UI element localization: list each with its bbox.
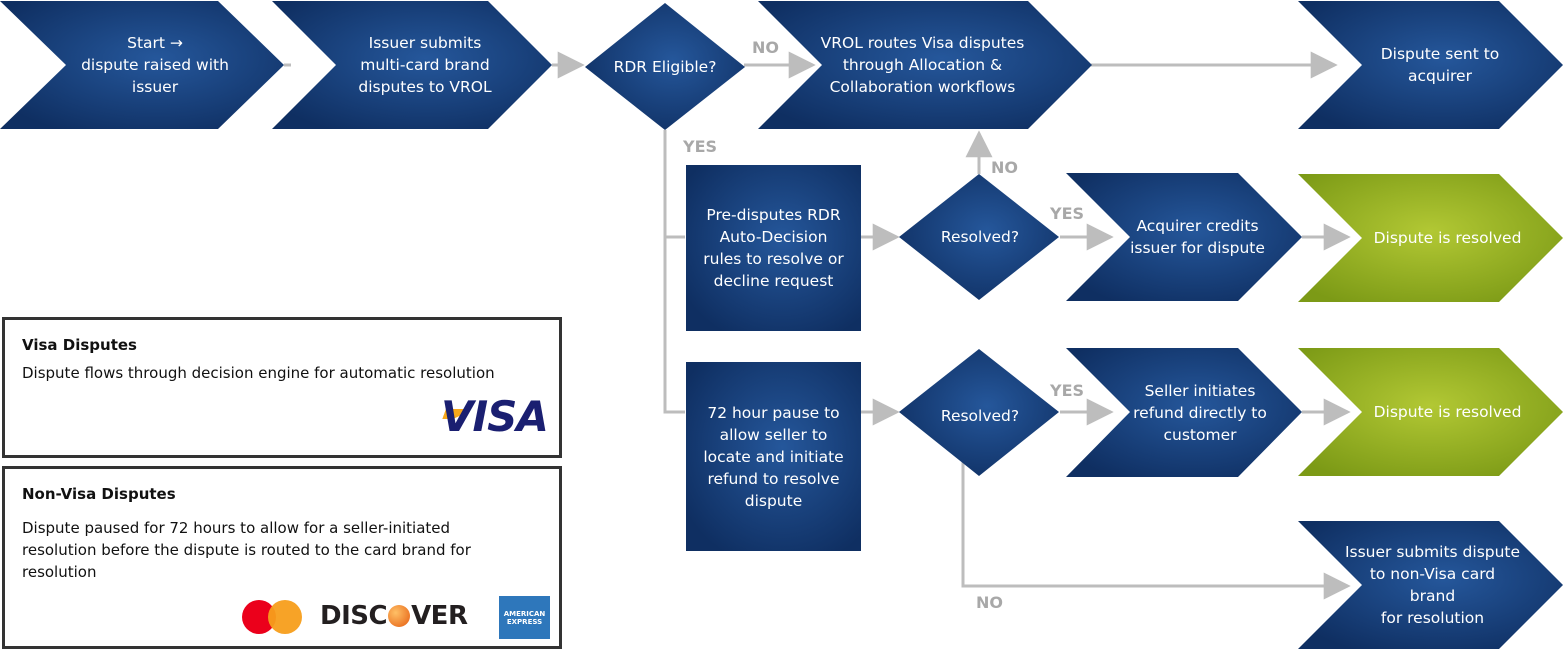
amex-logo-line1: AMERICAN xyxy=(503,609,546,618)
connector-rdr-yes-trunk xyxy=(663,130,685,414)
non-visa-legend-text: Dispute paused for 72 hours to allow for… xyxy=(22,519,471,581)
connector-resolved2-nonvisa xyxy=(961,462,1351,600)
vrol-routes-chevron xyxy=(758,1,1092,129)
rdr-eligible-diamond xyxy=(585,3,745,130)
mastercard-logo-right xyxy=(268,600,302,634)
connectors xyxy=(284,51,1351,600)
edge-label-no: NO xyxy=(752,38,779,57)
resolved-2-diamond xyxy=(899,349,1059,476)
issuer-submits-chevron xyxy=(272,1,552,129)
visa-disputes-legend: Visa Disputes Dispute flows through deci… xyxy=(2,317,562,458)
visa-legend-title: Visa Disputes xyxy=(22,336,137,354)
acquirer-credits-chevron xyxy=(1066,173,1302,301)
pause-72-box xyxy=(686,362,861,551)
visa-logo: VISA xyxy=(441,392,549,441)
dispute-resolved-1-chevron xyxy=(1298,174,1563,302)
visa-legend-text: Dispute flows through decision engine fo… xyxy=(22,364,495,382)
amex-logo: AMERICAN EXPRESS xyxy=(499,596,550,639)
edge-label-yes: YES xyxy=(1050,381,1085,400)
start-chevron xyxy=(0,1,284,129)
discover-logo-pre: DISC xyxy=(320,601,388,631)
issuer-non-visa-chevron xyxy=(1298,521,1563,649)
edge-label-no: NO xyxy=(976,593,1003,612)
dispute-resolved-2-chevron xyxy=(1298,348,1563,476)
dispute-sent-chevron xyxy=(1298,1,1563,129)
resolved-1-diamond xyxy=(899,174,1059,300)
pre-disputes-box xyxy=(686,165,861,331)
discover-logo-o xyxy=(388,605,411,627)
seller-initiates-chevron xyxy=(1066,348,1302,477)
non-visa-legend-title: Non-Visa Disputes xyxy=(22,485,176,503)
edge-label-yes: YES xyxy=(683,137,718,156)
edge-label-yes: YES xyxy=(1050,204,1085,223)
edge-label-no: NO xyxy=(991,158,1018,177)
amex-logo-line2: EXPRESS xyxy=(506,617,543,626)
discover-logo: DISC VER xyxy=(320,601,468,631)
discover-logo-post: VER xyxy=(411,601,468,631)
